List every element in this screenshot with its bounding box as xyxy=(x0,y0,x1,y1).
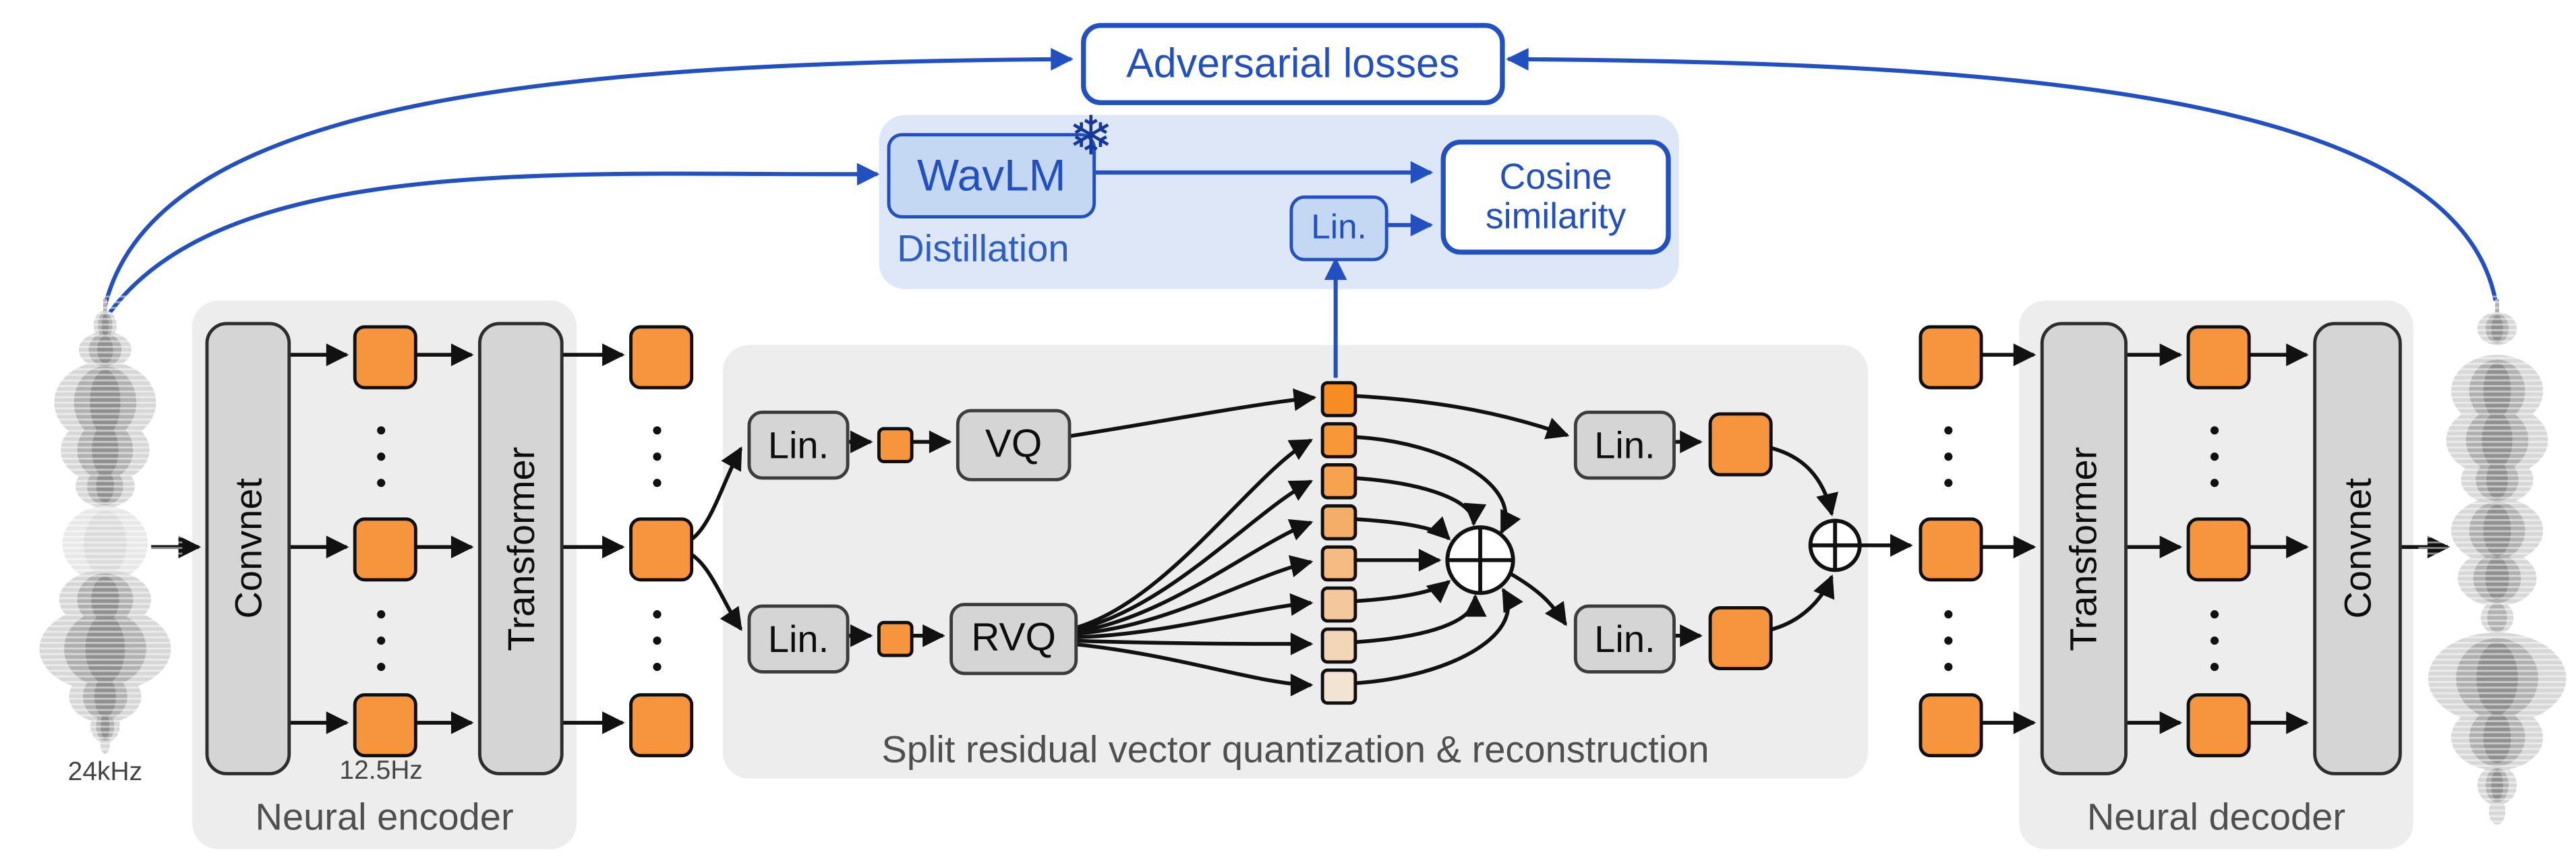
post-rvq-linear-label: Lin. xyxy=(1594,616,1656,660)
distillation-region-label: Distillation xyxy=(897,227,1070,270)
distill-linear-box: Lin. xyxy=(1289,195,1388,262)
decoder-transformer-label: Transformer xyxy=(2061,446,2105,651)
post-vq-linear-box: Lin. xyxy=(1573,411,1676,480)
decoder-hidden-square xyxy=(2186,517,2251,582)
adversarial-losses-box: Adversarial losses xyxy=(1081,23,1505,105)
post-rvq-linear-box: Lin. xyxy=(1573,604,1676,674)
rvq-label: RVQ xyxy=(971,616,1056,661)
encoder-convnet-label: Convnet xyxy=(225,478,269,620)
token-square xyxy=(353,517,417,582)
rvq-box: RVQ xyxy=(949,603,1078,676)
output-waveform-image xyxy=(2418,295,2576,841)
input-rate-label: 24kHz xyxy=(67,759,143,787)
input-waveform-image xyxy=(28,295,183,759)
distill-linear-label: Lin. xyxy=(1311,208,1367,247)
pre-rvq-linear-box: Lin. xyxy=(747,604,850,674)
cosine-similarity-box: Cosine similarity xyxy=(1440,140,1671,255)
decoder-convnet-label: Convnet xyxy=(2335,478,2378,620)
quantized-token-level-4 xyxy=(1320,504,1357,541)
decoder-hidden-square xyxy=(2186,325,2251,390)
adversarial-losses-label: Adversarial losses xyxy=(1126,40,1460,86)
latent-square xyxy=(629,517,694,582)
pre-vq-linear-box: Lin. xyxy=(747,411,850,480)
latent-square xyxy=(629,693,694,758)
semantic-reconstruction-square xyxy=(1708,412,1773,477)
pre-vq-linear-label: Lin. xyxy=(767,423,829,466)
decoder-convnet-box: Convnet xyxy=(2313,322,2402,775)
neural-decoder-label: Neural decoder xyxy=(2086,795,2346,838)
semantic-latent-square xyxy=(877,427,914,464)
quantized-token-level-6 xyxy=(1320,586,1357,623)
encoder-transformer-label: Transformer xyxy=(498,446,541,651)
neural-encoder-label: Neural encoder xyxy=(255,795,514,838)
decoder-input-square xyxy=(1919,517,1983,582)
split-rvq-caption: Split residual vector quantization & rec… xyxy=(881,728,1709,771)
quantized-token-level-8 xyxy=(1320,668,1357,705)
token-rate-label: 12.5Hz xyxy=(339,757,423,786)
quantized-token-level-1 xyxy=(1320,381,1357,417)
token-square xyxy=(353,693,417,758)
quantized-token-level-2 xyxy=(1320,422,1357,458)
vq-label: VQ xyxy=(985,422,1043,467)
latent-square xyxy=(629,325,694,390)
quantized-token-level-5 xyxy=(1320,545,1357,582)
cosine-similarity-label-line2: similarity xyxy=(1485,195,1627,237)
acoustic-latent-square xyxy=(877,620,914,657)
snowflake-icon: ❄ xyxy=(1067,105,1114,167)
vq-box: VQ xyxy=(956,409,1072,481)
token-square xyxy=(353,325,417,390)
post-vq-linear-label: Lin. xyxy=(1594,423,1656,466)
decoder-input-square xyxy=(1919,693,1983,758)
pre-rvq-linear-label: Lin. xyxy=(767,616,829,660)
encoder-transformer-box: Transformer xyxy=(477,322,564,775)
acoustic-reconstruction-square xyxy=(1708,605,1773,670)
quantized-token-level-3 xyxy=(1320,463,1357,500)
cosine-similarity-label-line1: Cosine xyxy=(1499,155,1612,197)
decoder-input-square xyxy=(1919,325,1983,390)
quantized-token-level-7 xyxy=(1320,627,1357,664)
wavlm-label: WavLM xyxy=(916,150,1066,200)
split-rvq-region xyxy=(722,345,1868,779)
decoder-transformer-box: Transformer xyxy=(2040,322,2128,775)
decoder-hidden-square xyxy=(2186,693,2251,758)
encoder-convnet-box: Convnet xyxy=(205,322,291,775)
